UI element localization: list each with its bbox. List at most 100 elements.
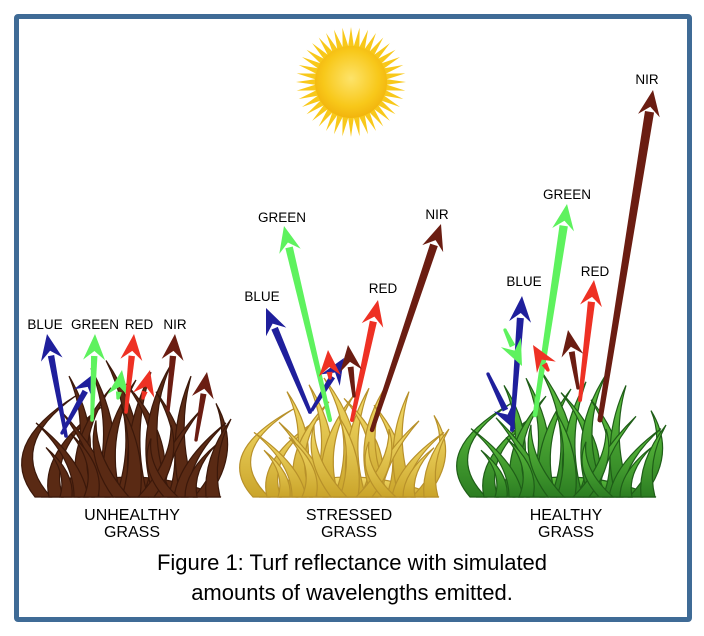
- grass-blade: [423, 428, 450, 498]
- healthy-red-label: RED: [580, 264, 610, 279]
- grass-blade: [555, 411, 577, 498]
- arrowhead: [340, 345, 362, 373]
- grass-blade: [640, 424, 667, 498]
- arrow-shaft: [503, 329, 516, 348]
- arrow-shaft: [194, 393, 207, 441]
- arrowhead: [161, 334, 184, 361]
- grass-blade: [619, 447, 652, 498]
- arrowhead: [133, 370, 155, 398]
- arrowhead: [552, 204, 574, 232]
- arrowhead: [120, 334, 143, 361]
- unhealthy-label-line2: GRASS: [103, 524, 160, 541]
- healthy-label-line2: GRASS: [537, 524, 595, 541]
- arrow-shaft: [90, 355, 98, 421]
- grass-blade: [146, 438, 180, 498]
- grass-blade: [364, 441, 398, 498]
- arrow-shaft: [285, 246, 333, 421]
- grass-blade: [263, 449, 291, 498]
- grass-blade: [92, 420, 131, 498]
- arrowhead: [73, 372, 96, 401]
- unhealthy-nir-label: NIR: [163, 317, 187, 332]
- arrow-shaft: [141, 390, 148, 399]
- arrowhead: [266, 308, 287, 337]
- arrow-shaft: [486, 373, 509, 412]
- arrowhead: [561, 330, 584, 358]
- unhealthy-red-label: RED: [124, 317, 154, 332]
- grass-blade: [70, 433, 100, 498]
- stressed-red-arrow: [318, 300, 384, 422]
- unhealthy-grass-front: [45, 420, 217, 498]
- arrowhead: [83, 334, 106, 361]
- arrowhead: [580, 280, 602, 308]
- arrowhead: [318, 350, 341, 377]
- arrowhead: [422, 224, 444, 253]
- healthy-nir-label: NIR: [635, 72, 659, 87]
- stressed-grass-label: STRESSED GRASS: [306, 507, 392, 541]
- healthy-grass: [456, 370, 667, 498]
- sun-disc: [315, 46, 387, 118]
- healthy-blue-label: BLUE: [506, 274, 542, 289]
- arrow-shaft: [578, 301, 596, 401]
- arrow-shaft: [350, 320, 377, 421]
- stressed-red-label: RED: [368, 281, 398, 296]
- stressed-nir-label: NIR: [425, 207, 449, 222]
- arrowhead: [40, 334, 63, 362]
- grass-blade: [253, 431, 307, 498]
- unhealthy-label-line1: UNHEALTHY: [84, 507, 180, 524]
- unhealthy-grass-label: UNHEALTHY GRASS: [84, 507, 180, 541]
- unhealthy-green-arrow: [83, 334, 130, 422]
- grass-blade: [338, 416, 360, 498]
- healthy-blue-arrow: [486, 296, 532, 432]
- arrowhead: [500, 337, 522, 366]
- unhealthy-blue-label: BLUE: [27, 317, 63, 332]
- arrow-shaft: [47, 355, 68, 437]
- arrowhead: [638, 90, 660, 118]
- grass-blade: [184, 444, 217, 498]
- arrowhead: [361, 300, 384, 328]
- grass-blade: [581, 441, 615, 498]
- unhealthy-nir-arrow: [161, 334, 214, 442]
- grass-blade: [205, 418, 232, 498]
- grass-blade: [402, 447, 435, 498]
- sun-icon: [296, 27, 406, 137]
- grass-blade: [505, 437, 535, 498]
- grass-blade: [120, 404, 142, 498]
- stressed-grass-front: [263, 424, 435, 498]
- arrow-shaft: [532, 225, 568, 416]
- arrowhead: [493, 401, 515, 430]
- caption-line2: amounts of wavelengths emitted.: [191, 580, 513, 605]
- arrow-shaft: [568, 351, 580, 389]
- arrow-shaft: [326, 371, 333, 379]
- grass-blade: [288, 437, 318, 498]
- grass-blade: [527, 424, 566, 498]
- unhealthy-red-arrow: [120, 334, 155, 414]
- healthy-grass-label: HEALTHY GRASS: [530, 507, 603, 541]
- arrowhead: [279, 226, 301, 254]
- healthy-grass-front: [480, 424, 652, 498]
- arrow-shaft: [597, 110, 655, 421]
- healthy-green-label: GREEN: [542, 187, 592, 202]
- arrow-shaft: [347, 366, 356, 397]
- stressed-green-arrow: [279, 226, 333, 423]
- stressed-green-label: GREEN: [257, 210, 307, 225]
- arrow-shaft: [541, 362, 550, 371]
- grass-blade: [45, 447, 73, 498]
- stressed-label-line2: GRASS: [320, 524, 377, 541]
- grass-blade: [480, 449, 508, 498]
- arrow-shaft: [369, 243, 438, 431]
- stressed-nir-arrow: [340, 224, 444, 433]
- arrowhead: [533, 345, 556, 373]
- arrowhead: [191, 372, 214, 400]
- grass-blade: [310, 424, 349, 498]
- arrow-shaft: [115, 391, 122, 399]
- grass-blade: [35, 422, 89, 498]
- grass-blade: [470, 428, 524, 498]
- arrow-shaft: [124, 355, 135, 413]
- figure-caption: Figure 1: Turf reflectance with simulate…: [0, 548, 704, 608]
- unhealthy-green-label: GREEN: [70, 317, 120, 332]
- arrow-shaft: [60, 389, 88, 434]
- stressed-blue-label: BLUE: [244, 289, 280, 304]
- arrow-shaft: [271, 326, 312, 413]
- stressed-grass: [239, 377, 450, 498]
